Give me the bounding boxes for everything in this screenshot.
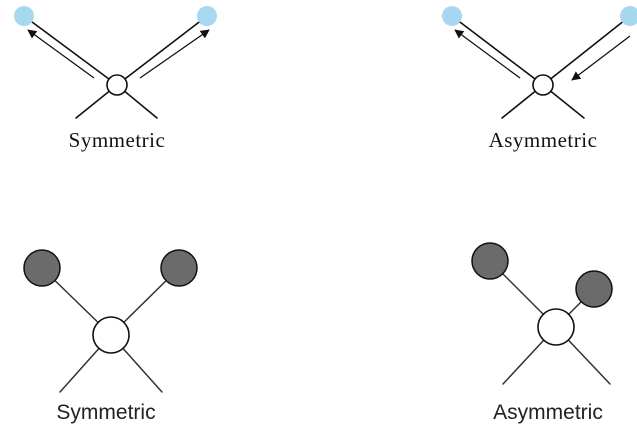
label-bottom-left: Symmetric	[56, 401, 155, 424]
hydrogen-atom-right	[197, 6, 217, 26]
center-atom	[532, 74, 554, 96]
arrow-outward-right	[139, 29, 210, 79]
bond-right-upper	[542, 15, 631, 86]
hydrogen-atom-right	[620, 6, 637, 26]
label-bottom-right: Asymmetric	[493, 401, 603, 424]
panel-top-right-asymmetric: Asymmetric	[442, 6, 637, 152]
hydrogen-atom-left	[14, 6, 34, 26]
arrow-inward-right	[571, 35, 631, 81]
panel-top-left-symmetric: Symmetric	[14, 6, 217, 152]
hydrogen-atom-right	[160, 249, 198, 287]
panel-bottom-right-asymmetric: Asymmetric	[471, 242, 613, 424]
arrow-outward-left	[27, 29, 95, 79]
center-atom	[92, 316, 130, 354]
hydrogen-atom-left	[471, 242, 509, 280]
label-top-right: Asymmetric	[489, 128, 598, 152]
bond-left-upper	[451, 15, 544, 86]
bond-left-upper	[23, 15, 118, 86]
arrow-outward-left	[454, 29, 521, 79]
center-atom	[537, 308, 575, 346]
center-atom	[106, 74, 128, 96]
label-top-left: Symmetric	[69, 128, 166, 152]
hydrogen-atom-left	[23, 249, 61, 287]
hydrogen-atom-right	[575, 270, 613, 308]
bond-right-upper	[116, 15, 208, 86]
panel-bottom-left-symmetric: Symmetric	[23, 249, 198, 424]
hydrogen-atom-left	[442, 6, 462, 26]
